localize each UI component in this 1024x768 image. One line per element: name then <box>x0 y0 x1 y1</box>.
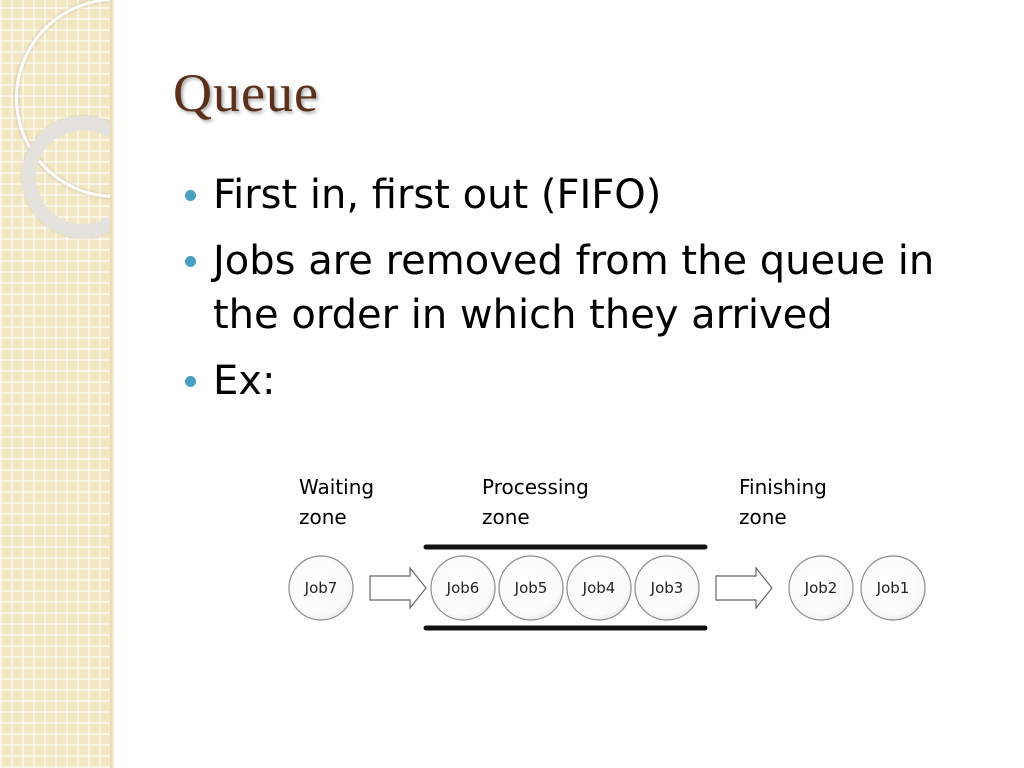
job-label: Job2 <box>804 579 838 597</box>
bullet-dot-icon <box>185 190 196 201</box>
job-node: Job5 <box>498 555 564 621</box>
arrow-right-icon <box>715 566 773 610</box>
job-label: Job5 <box>514 579 548 597</box>
processing-zone-label: zone <box>482 505 530 529</box>
bullet-text: First in, first out (FIFO) <box>213 172 662 218</box>
sidebar-edge <box>110 0 114 768</box>
arrow-right-icon <box>369 566 427 610</box>
job-node: Job4 <box>566 555 632 621</box>
bullet-text: Jobs are removed from the queue in the o… <box>213 238 935 338</box>
waiting-zone-label: Waiting <box>299 475 374 499</box>
decorative-sidebar <box>0 0 113 768</box>
bullet-list: First in, first out (FIFO) Jobs are remo… <box>185 168 1005 420</box>
finishing-zone-label: Finishing <box>739 475 827 499</box>
job-node: Job1 <box>860 555 926 621</box>
bullet-item: Ex: <box>185 354 1005 408</box>
job-label: Job1 <box>876 579 910 597</box>
bullet-item: First in, first out (FIFO) <box>185 168 1005 222</box>
processing-zone-label: Processing <box>482 475 589 499</box>
bullet-dot-icon <box>185 376 196 387</box>
waiting-zone-label: zone <box>299 505 347 529</box>
slide-title: Queue <box>173 63 319 123</box>
job-node: Job3 <box>634 555 700 621</box>
bullet-text: Ex: <box>213 358 276 404</box>
job-label: Job6 <box>446 579 480 597</box>
bullet-item: Jobs are removed from the queue in the o… <box>185 234 1005 342</box>
job-label: Job7 <box>304 579 338 597</box>
job-node: Job2 <box>788 555 854 621</box>
job-label: Job3 <box>650 579 684 597</box>
bullet-dot-icon <box>185 256 196 267</box>
job-node: Job6 <box>430 555 496 621</box>
job-label: Job4 <box>582 579 616 597</box>
finishing-zone-label: zone <box>739 505 787 529</box>
job-node: Job7 <box>288 555 354 621</box>
